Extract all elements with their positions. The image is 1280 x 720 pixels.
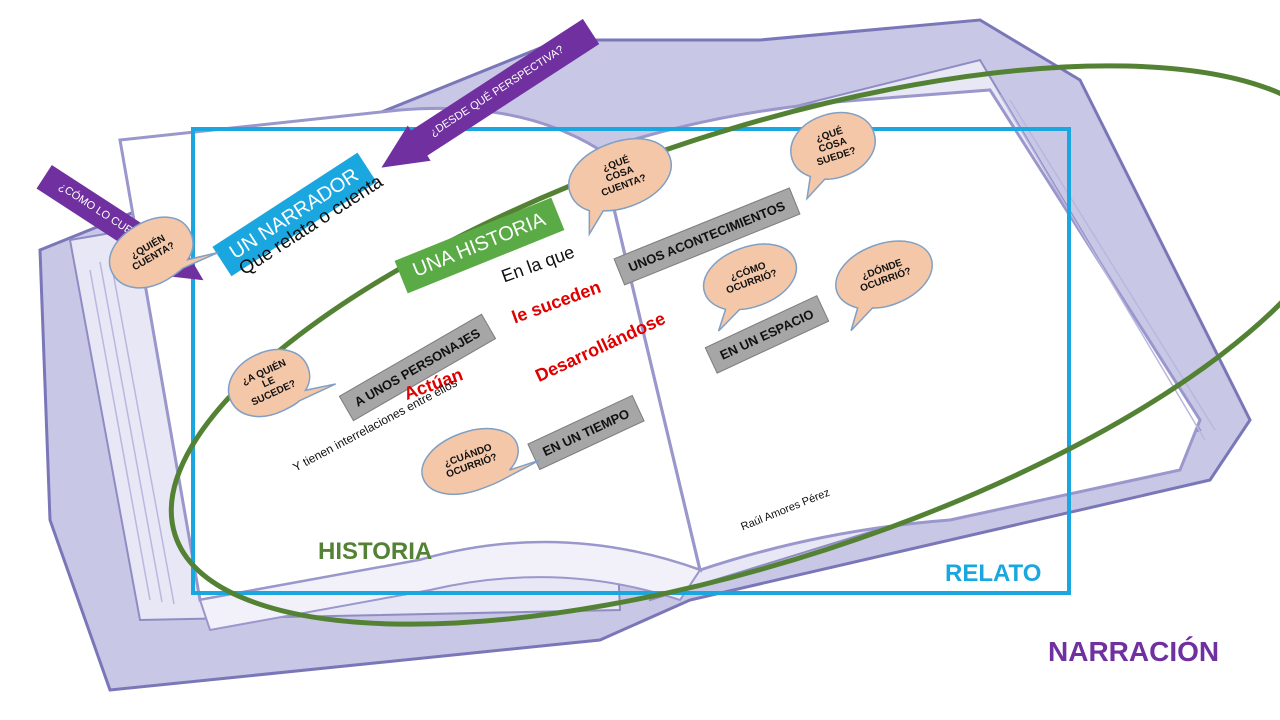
book-bottom-edge [198, 541, 702, 632]
relato-caption: RELATO [945, 560, 1042, 587]
bubble-quien-cuenta: ¿QUIÉN CUENTA? [95, 201, 219, 302]
narracion-caption: NARRACIÓN [1048, 636, 1220, 667]
bubble-cuando-ocurrio: ¿CUÁNDO OCURRIÓ? [411, 414, 541, 508]
bubble-como-ocurrio: ¿CÓMO OCURRIÓ? [692, 230, 808, 332]
bubble-a-quien-le-sucede: ¿A QUIÉN LE SUCEDE? [215, 334, 336, 431]
bubble-donde-ocurrio: ¿DÓNDE OCURRIÓ? [824, 226, 944, 332]
bubble-que-cosa-cuenta: ¿QUÉ COSA CUENTA? [556, 123, 683, 237]
arrow-desde-que-perspectiva: ¿DESDE QUÉ PERSPECTIVA? [370, 14, 603, 185]
book-spine [598, 149, 702, 571]
historia-caption: HISTORIA [318, 538, 433, 565]
bubble-que-cosa-suede: ¿QUÉ COSA SUEDE? [780, 100, 887, 201]
relato-frame [191, 127, 1071, 595]
